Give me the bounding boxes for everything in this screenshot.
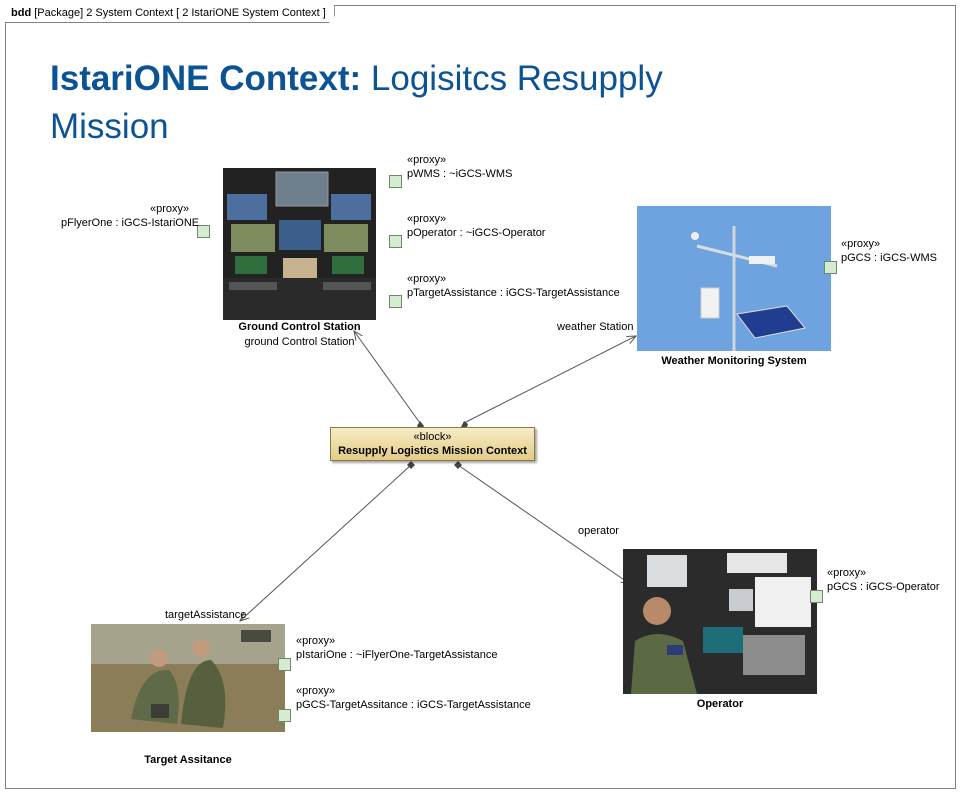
ground-control-station-image[interactable] — [223, 168, 376, 320]
port-label: pGCS-TargetAssitance : iGCS-TargetAssist… — [296, 699, 531, 711]
port-stereotype: «proxy» — [841, 238, 881, 250]
diagram-header-text: [Package] 2 System Context [ 2 IstariONE… — [34, 7, 326, 19]
port-stereotype: «proxy» — [150, 203, 190, 215]
port-label: pTargetAssistance : iGCS-TargetAssistanc… — [407, 287, 620, 299]
port-label: pGCS : iGCS-WMS — [841, 252, 937, 264]
title-bold: IstariONE Context: — [50, 59, 362, 98]
edge-to-wms[interactable] — [463, 336, 636, 424]
port-label: pGCS : iGCS-Operator — [827, 581, 940, 593]
port-stereotype: «proxy» — [407, 273, 447, 285]
composition-diamond-icon — [454, 461, 462, 469]
wms-name: Weather Monitoring System — [661, 355, 807, 367]
target-name: Target Assitance — [144, 754, 232, 766]
gcs-name: Ground Control Station — [238, 321, 361, 333]
port-stereotype: «proxy» — [407, 213, 447, 225]
proxy-port-icon[interactable] — [824, 261, 837, 274]
port-stereotype: «proxy» — [296, 685, 336, 697]
composition-diamond-icon — [407, 461, 415, 469]
port-label: pWMS : ~iGCS-WMS — [407, 168, 513, 180]
port-label: pOperator : ~iGCS-Operator — [407, 227, 546, 239]
operator-image[interactable] — [623, 549, 817, 694]
proxy-port-icon[interactable] — [197, 225, 210, 238]
weather-monitoring-image[interactable] — [637, 206, 831, 351]
proxy-port-icon[interactable] — [389, 175, 402, 188]
port-stereotype: «proxy» — [827, 567, 867, 579]
proxy-port-icon[interactable] — [810, 590, 823, 603]
port-label: pIstariOne : ~iFlyerOne-TargetAssistance — [296, 649, 498, 661]
proxy-port-icon[interactable] — [278, 709, 291, 722]
diagram-kind: bdd — [11, 7, 32, 19]
target-role: targetAssistance — [165, 609, 247, 621]
proxy-port-icon[interactable] — [278, 658, 291, 671]
target-assistance-image[interactable] — [91, 624, 285, 732]
resupply-logistics-block[interactable]: «block» Resupply Logistics Mission Conte… — [330, 427, 535, 461]
diagram-header: bdd [Package] 2 System Context [ 2 Istar… — [5, 5, 335, 23]
wms-role: weather Station — [557, 321, 634, 333]
port-stereotype: «proxy» — [407, 154, 447, 166]
edge-to-operator[interactable] — [457, 464, 630, 584]
operator-name: Operator — [696, 698, 744, 710]
port-label: pFlyerOne : iGCS-IstariONE — [61, 217, 200, 229]
proxy-port-icon[interactable] — [389, 295, 402, 308]
page-title: IstariONE Context: Logisitcs Resupply Mi… — [50, 55, 730, 151]
operator-role: operator — [578, 525, 619, 537]
proxy-port-icon[interactable] — [389, 235, 402, 248]
port-stereotype: «proxy» — [296, 635, 336, 647]
title-rest: Logisitcs Resupply Mission — [50, 59, 663, 146]
gcs-role: ground Control Station — [244, 336, 355, 348]
diagram-frame — [5, 5, 956, 789]
block-name: Resupply Logistics Mission Context — [338, 445, 527, 457]
edge-to-target[interactable] — [240, 464, 412, 621]
block-stereotype: «block» — [413, 431, 452, 443]
edge-to-gcs[interactable] — [354, 331, 421, 424]
